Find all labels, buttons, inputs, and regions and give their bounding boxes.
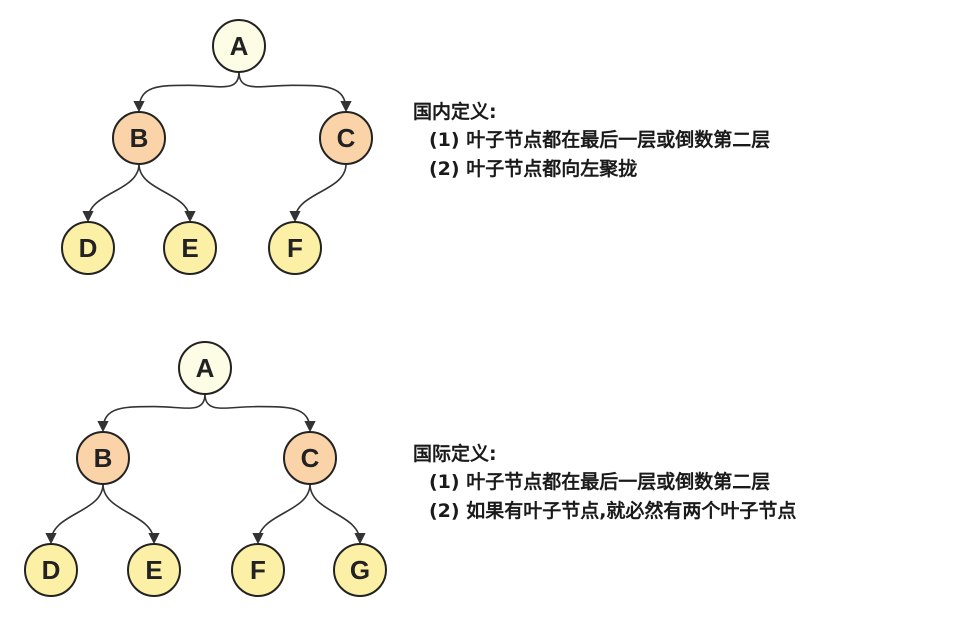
node-E-label: E <box>181 233 198 263</box>
node-G-label: G <box>350 555 370 585</box>
international-definition: 国际定义: (1) 叶子节点都在最后一层或倒数第二层 (2) 如果有叶子节点,就… <box>413 440 796 526</box>
edge-B-D <box>45 483 104 545</box>
node-A-label: A <box>230 31 249 61</box>
node-D <box>24 543 78 597</box>
node-E <box>127 543 181 597</box>
edge-B-E <box>102 483 160 545</box>
node-B-label: B <box>94 443 113 473</box>
international-complete-tree: A B C D E F G <box>24 341 387 597</box>
domestic-definition-title: 国内定义: <box>413 101 497 123</box>
node-E-label: E <box>145 555 162 585</box>
node-C-label: C <box>337 123 356 153</box>
node-A-label: A <box>196 353 215 383</box>
node-C <box>319 111 373 165</box>
node-D-label: D <box>79 233 98 263</box>
international-definition-item-1: (1) 叶子节点都在最后一层或倒数第二层 <box>429 471 771 493</box>
node-E <box>163 221 217 275</box>
node-A <box>212 19 266 73</box>
edge-B-E <box>138 163 196 223</box>
domestic-definition-item-1: (1) 叶子节点都在最后一层或倒数第二层 <box>429 129 771 151</box>
node-D-label: D <box>42 555 61 585</box>
edge-B-D <box>82 163 140 223</box>
international-definition-item-2: (2) 如果有叶子节点,就必然有两个叶子节点 <box>429 500 797 522</box>
node-G <box>333 543 387 597</box>
node-F-label: F <box>287 233 303 263</box>
international-definition-title: 国际定义: <box>413 443 497 465</box>
domestic-complete-tree: A B C D E F <box>61 19 373 275</box>
node-F <box>268 221 322 275</box>
node-A <box>178 341 232 395</box>
edge-C-F <box>252 483 311 545</box>
domestic-definition: 国内定义: (1) 叶子节点都在最后一层或倒数第二层 (2) 叶子节点都向左聚拢 <box>413 98 770 184</box>
node-D <box>61 221 115 275</box>
edge-A-C <box>204 393 316 433</box>
edge-A-C <box>238 71 352 113</box>
node-B-label: B <box>130 123 149 153</box>
node-F-label: F <box>250 555 266 585</box>
edge-C-F <box>289 163 347 223</box>
node-C-label: C <box>301 443 320 473</box>
node-C <box>283 431 337 485</box>
node-F <box>231 543 285 597</box>
edge-C-G <box>309 483 366 545</box>
edge-A-B <box>133 71 240 113</box>
domestic-definition-item-2: (2) 叶子节点都向左聚拢 <box>429 158 638 180</box>
node-B <box>76 431 130 485</box>
node-B <box>112 111 166 165</box>
edge-A-B <box>97 393 206 433</box>
